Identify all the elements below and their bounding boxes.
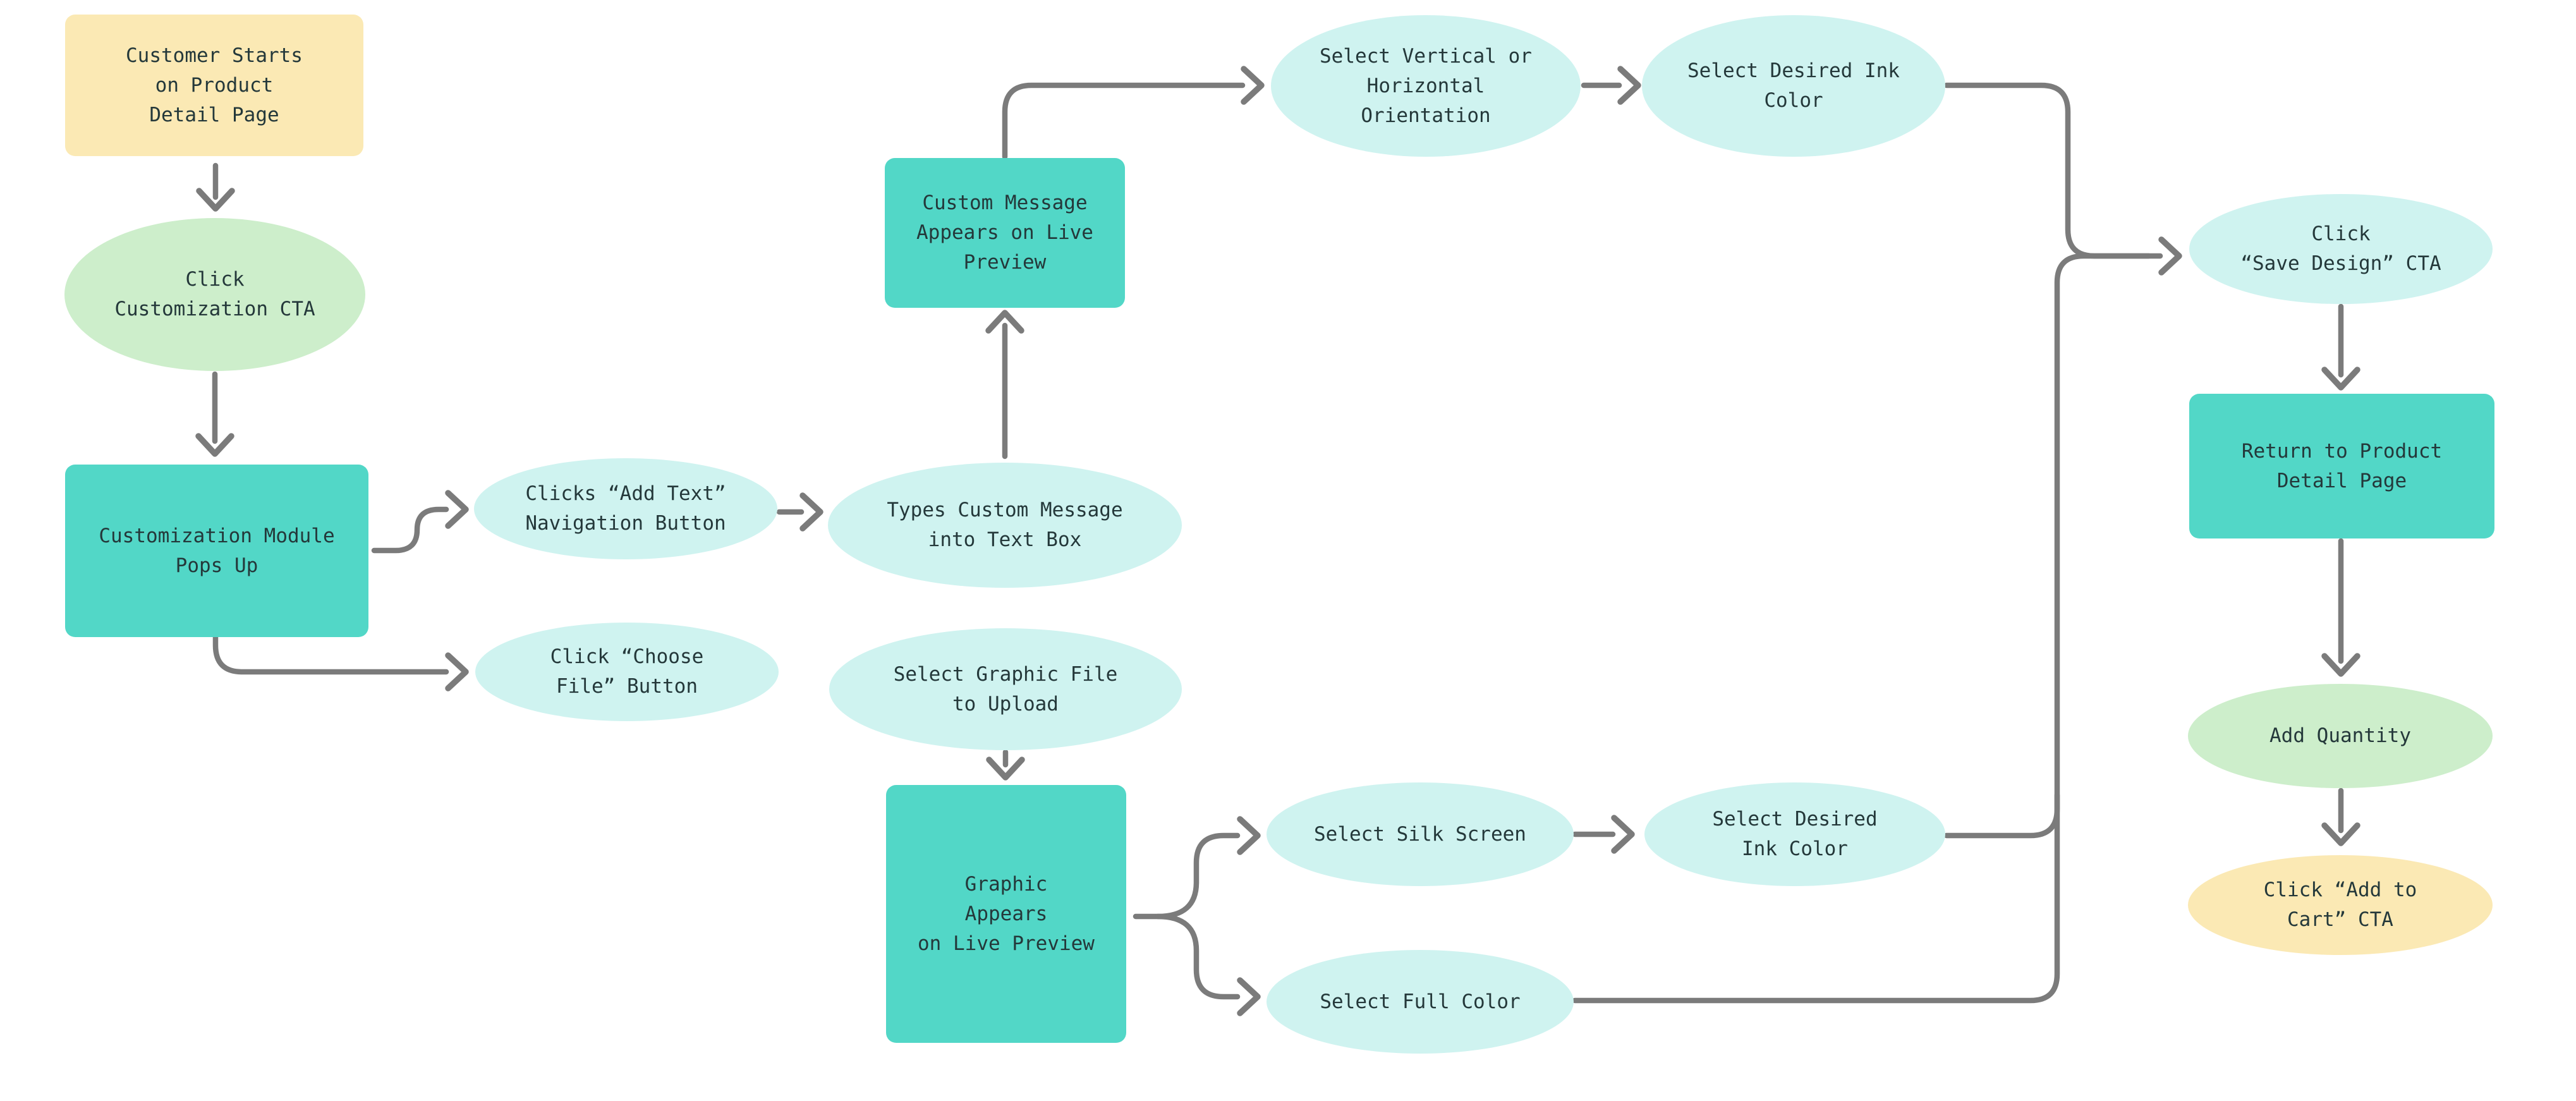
connector-ink-bottom-merge bbox=[1943, 792, 2060, 839]
arrowhead-down-icon bbox=[2321, 653, 2360, 677]
node-graphic-preview: Graphic Appears on Live Preview bbox=[886, 785, 1126, 1043]
node-select-silk-screen: Select Silk Screen bbox=[1267, 782, 1574, 886]
arrowhead-down-icon bbox=[195, 433, 234, 457]
arrowhead-right-icon bbox=[1237, 816, 1261, 855]
arrowhead-right-icon bbox=[445, 490, 469, 529]
arrowhead-right-icon bbox=[1617, 66, 1641, 105]
arrowhead-down-icon bbox=[986, 757, 1025, 781]
arrowhead-right-icon bbox=[1237, 977, 1261, 1016]
arrowhead-right-icon bbox=[799, 492, 823, 532]
arrowhead-right-icon bbox=[445, 652, 469, 691]
arrowhead-right-icon bbox=[2158, 236, 2182, 276]
arrowhead-down-icon bbox=[196, 188, 235, 212]
connector-full-color-to-save-design bbox=[1572, 253, 2152, 1004]
node-click-customization-cta: Click Customization CTA bbox=[64, 218, 365, 371]
node-select-graphic-file: Select Graphic File to Upload bbox=[829, 628, 1182, 750]
node-select-full-color: Select Full Color bbox=[1267, 950, 1574, 1054]
arrowhead-right-icon bbox=[1241, 66, 1265, 105]
node-click-add-to-cart: Click “Add to Cart” CTA bbox=[2188, 855, 2493, 955]
node-select-ink-color-bottom: Select Desired Ink Color bbox=[1644, 782, 1945, 886]
node-clicks-add-text: Clicks “Add Text” Navigation Button bbox=[474, 458, 777, 559]
node-customization-module: Customization Module Pops Up bbox=[65, 465, 368, 637]
node-customer-starts: Customer Starts on Product Detail Page bbox=[65, 15, 363, 156]
connector-module-to-choose-file bbox=[212, 634, 449, 675]
arrowhead-down-icon bbox=[2321, 367, 2360, 391]
connector-module-to-add-text bbox=[371, 506, 449, 554]
arrowhead-right-icon bbox=[1611, 815, 1635, 854]
node-select-orientation: Select Vertical or Horizontal Orientatio… bbox=[1271, 15, 1581, 157]
node-return-product-detail: Return to Product Detail Page bbox=[2189, 394, 2494, 538]
node-click-choose-file: Click “Choose File” Button bbox=[475, 623, 779, 721]
node-click-save-design: Click “Save Design” CTA bbox=[2189, 194, 2493, 304]
node-custom-message-preview: Custom Message Appears on Live Preview bbox=[885, 158, 1125, 308]
connector-preview-to-orientation bbox=[1002, 82, 1246, 160]
node-types-custom-message: Types Custom Message into Text Box bbox=[828, 463, 1182, 588]
connector-ink-top-to-save-design bbox=[1943, 82, 2163, 259]
node-add-quantity: Add Quantity bbox=[2188, 684, 2493, 788]
arrowhead-down-icon bbox=[2321, 822, 2360, 846]
connector-graphic-to-full-color bbox=[1155, 913, 1241, 1000]
node-select-ink-color-top: Select Desired Ink Color bbox=[1642, 15, 1945, 157]
connector-graphic-to-silk-screen bbox=[1133, 832, 1241, 920]
arrowhead-up-icon bbox=[985, 310, 1024, 334]
